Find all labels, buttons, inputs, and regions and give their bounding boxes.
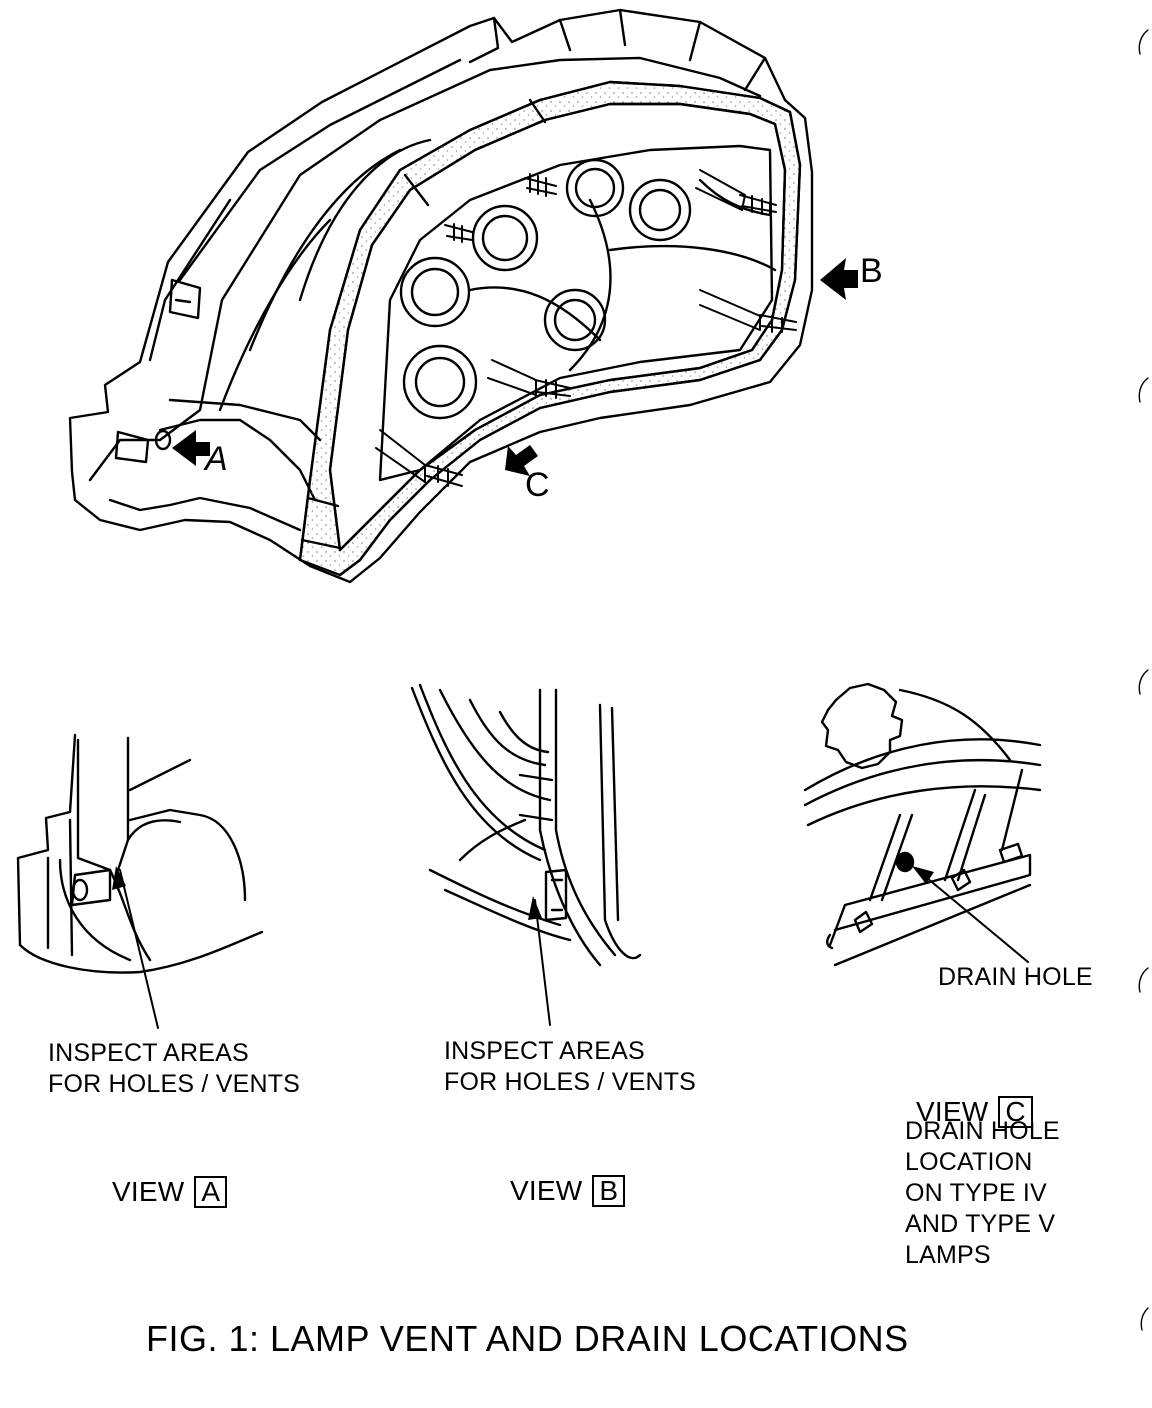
lamp-housing (68, 8, 814, 584)
figure-caption: FIG. 1: LAMP VENT AND DRAIN LOCATIONS (146, 1318, 909, 1359)
housing-shell-inner (88, 56, 762, 482)
view-a-word: VIEW (112, 1176, 185, 1207)
view-a-letter: A (194, 1176, 228, 1208)
view-b-note: INSPECT AREAS FOR HOLES / VENTS (444, 1037, 697, 1096)
side-tab (168, 278, 202, 320)
callout-arrows (172, 258, 858, 476)
callout-label-a: A (205, 440, 228, 478)
view-a-title: VIEW A (112, 1144, 228, 1208)
view-c-description: DRAIN HOLE LOCATION ON TYPE IV AND TYPE … (905, 1117, 1060, 1269)
solid-arrow-icon (820, 258, 858, 300)
solid-arrow-icon (505, 445, 538, 476)
view-c-word: VIEW (916, 1096, 989, 1127)
view-b-title: VIEW B (510, 1143, 626, 1207)
callout-label-b: B (860, 252, 883, 290)
binding-marks (1138, 29, 1149, 1331)
view-a-leader (112, 866, 159, 1029)
vent-hole-a (154, 429, 172, 451)
view-b-word: VIEW (510, 1175, 583, 1206)
socket-outline (820, 682, 904, 770)
view-a-note: INSPECT AREAS FOR HOLES / VENTS (48, 1039, 301, 1098)
view-c-drain-label: DRAIN HOLE (938, 963, 1093, 991)
view-b-leader (528, 896, 551, 1026)
view-c-letter: C (998, 1096, 1033, 1128)
view-b-tab (544, 868, 568, 922)
drain-hole (895, 851, 915, 873)
gasket-band (298, 80, 802, 577)
lower-tab (114, 430, 150, 464)
view-c-leader (912, 866, 1029, 963)
view-b-drawing (410, 683, 642, 967)
view-c-drawing (803, 682, 1042, 967)
callout-label-c: C (525, 466, 550, 504)
solid-arrow-icon (172, 430, 210, 466)
view-c-title: VIEW C (916, 1064, 1033, 1128)
threaded-studs (375, 169, 797, 487)
bulb-sockets (399, 158, 692, 420)
view-a-drawing (16, 733, 264, 974)
view-b-letter: B (592, 1175, 626, 1207)
housing-outer-shell (68, 8, 814, 584)
